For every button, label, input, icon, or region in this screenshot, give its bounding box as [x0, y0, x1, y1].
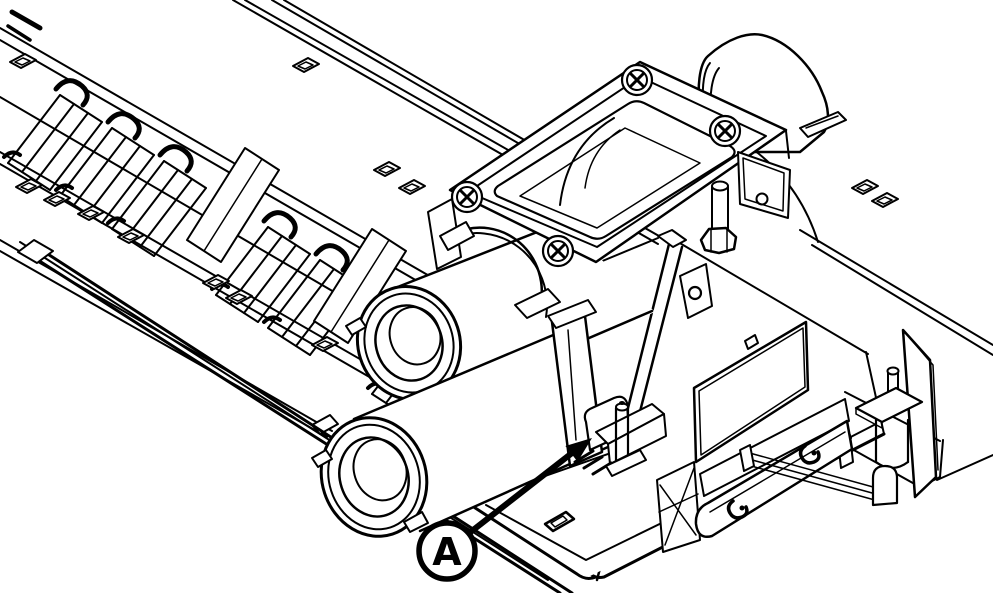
post-with-pin [854, 366, 924, 507]
slot [225, 289, 253, 305]
floor-slot [543, 510, 576, 533]
fin-plate [901, 328, 938, 499]
tube-clamp [453, 226, 544, 309]
floor-front-edge [464, 500, 598, 580]
hex-stud-post [699, 180, 738, 255]
slot [43, 191, 71, 207]
drum-mount-tab [799, 111, 847, 138]
tray-bolt [450, 180, 484, 214]
slot [77, 205, 105, 221]
callout-a-label: A [432, 530, 462, 574]
threaded-rod [739, 444, 885, 503]
bracket-hole [687, 285, 703, 301]
tube-flange-ring [355, 285, 463, 401]
chute-rung-cluster [56, 114, 154, 223]
ammo-chute-band [0, 9, 517, 421]
receiver-tray [427, 60, 790, 270]
tray-bolt [541, 234, 575, 268]
tube-flange-ring [319, 416, 429, 538]
access-panel [692, 320, 810, 464]
front-bar [694, 419, 854, 538]
tray-bolt [708, 114, 742, 148]
side-plate-small [679, 151, 791, 319]
plate-hole [755, 192, 769, 206]
slot [851, 179, 879, 195]
truss-bracket [656, 461, 701, 553]
tray-bolt [620, 63, 654, 97]
callout-leader-line [466, 450, 574, 537]
slot [292, 57, 320, 73]
chute-rung-cluster [4, 81, 102, 190]
front-rail-bars [656, 398, 885, 553]
callout-a-circle [416, 520, 478, 582]
end-bracket [844, 328, 993, 507]
slot [9, 53, 37, 69]
indicated-stud-bracket [564, 395, 667, 477]
slot [398, 179, 426, 195]
rail-end-bracket [17, 239, 54, 264]
hex-nut [699, 226, 738, 255]
slot [373, 161, 401, 177]
callout-arrowhead [565, 438, 592, 462]
right-rails [799, 229, 993, 356]
rear-bar [699, 398, 850, 497]
callout-a: A [416, 438, 592, 582]
slot [871, 192, 899, 208]
slot [15, 178, 43, 194]
slot [117, 228, 145, 244]
